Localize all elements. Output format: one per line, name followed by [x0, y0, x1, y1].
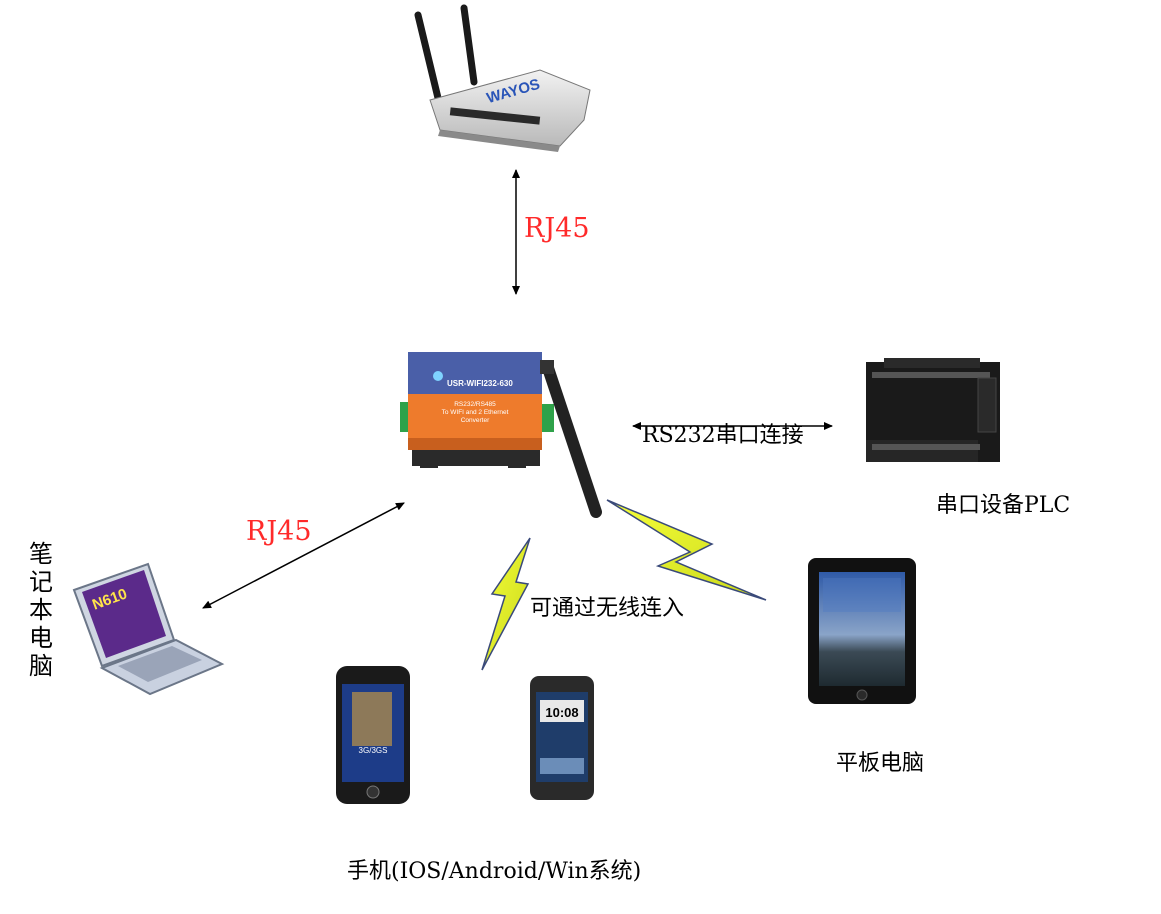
lightning-bolt-tablet: [606, 499, 767, 601]
label-tablet: 平板电脑: [836, 751, 925, 776]
label-laptop: 笔记本电脑: [29, 540, 53, 680]
svg-text:USR-WIFI232-630: USR-WIFI232-630: [447, 379, 513, 388]
lightning-bolt-phone: [481, 537, 531, 671]
svg-text:Converter: Converter: [461, 417, 490, 424]
svg-text:10:08: 10:08: [545, 705, 578, 720]
svg-text:To WIFI and 2 Ethernet: To WIFI and 2 Ethernet: [442, 409, 509, 416]
router-icon: WAYOS: [414, 4, 591, 152]
label-rs232-connection: RS232串口连接: [642, 423, 804, 448]
plc-icon: [866, 358, 1000, 462]
arrow-converter-laptop: [202, 502, 405, 609]
laptop-icon: N610: [72, 562, 225, 696]
tablet-icon: [808, 558, 916, 704]
svg-text:RS232/RS485: RS232/RS485: [454, 401, 496, 408]
android-phone-icon: 10:08: [530, 676, 594, 800]
label-plc: 串口设备PLC: [936, 493, 1071, 518]
iphone-icon: 3G/3GS: [336, 666, 410, 804]
label-rj45-left: RJ45: [246, 516, 312, 547]
svg-text:3G/3GS: 3G/3GS: [359, 746, 388, 755]
label-wireless: 可通过无线连入: [530, 596, 685, 621]
label-rj45-top: RJ45: [524, 213, 590, 244]
label-phone: 手机(IOS/Android/Win系统): [347, 859, 642, 884]
converter-device-icon: USR-WIFI232-630 RS232/RS485 To WIFI and …: [400, 352, 602, 518]
